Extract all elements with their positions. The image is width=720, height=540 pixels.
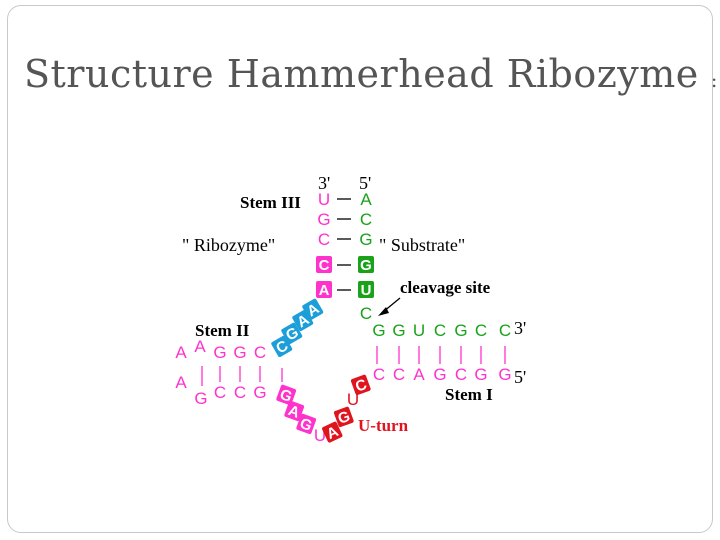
slide-title-suffix: : — [710, 68, 718, 92]
nt-stem2-top: G — [213, 343, 226, 362]
nt-stem2-bottom: C — [214, 383, 226, 402]
nt-stem1-top: G — [392, 321, 405, 340]
nt-stem1-bottom: C — [393, 365, 405, 384]
nt-stem2-top: C — [254, 343, 266, 362]
nt-stem3-left: G — [317, 210, 330, 229]
nt-stem1-top: C — [475, 321, 487, 340]
nt-stem2-top: G — [233, 343, 246, 362]
nt-stem2-bottom: C — [234, 383, 246, 402]
label-cleavage-site: cleavage site — [400, 278, 491, 297]
nt-stem2-bottom: A — [175, 373, 187, 392]
nt-stem1-bottom: G — [474, 365, 487, 384]
nt-stem2-bottom: G — [194, 389, 207, 408]
nt-stem1-bottom: A — [413, 365, 425, 384]
nt-stem2-top: A — [194, 337, 206, 356]
nt-uturn: G — [333, 406, 354, 428]
svg-text:G: G — [277, 386, 294, 406]
nt-core-bottom: G — [296, 413, 317, 435]
nt-stem1-top: C — [434, 321, 446, 340]
nt-stem3-right: U — [358, 281, 374, 299]
svg-text:G: G — [336, 408, 353, 428]
nt-stem3-left: U — [318, 190, 330, 209]
nt-stem2-diag: A — [292, 309, 314, 331]
slide-title-text: Structure Hammerhead Ribozyme — [24, 52, 699, 96]
nt-stem2-bottom: G — [253, 383, 266, 402]
label-5prime-top: 5' — [359, 173, 371, 193]
svg-text:G: G — [297, 415, 314, 435]
nt-uturn: U — [347, 390, 359, 409]
label-3prime-right: 3' — [514, 318, 526, 338]
nt-stem1-top: U — [413, 321, 425, 340]
nt-stem1-bottom: C — [373, 365, 385, 384]
svg-text:C: C — [319, 257, 330, 274]
nt-stem1-top: C — [499, 321, 511, 340]
svg-text:U: U — [361, 282, 372, 299]
label-substrate: " Substrate" — [379, 235, 465, 255]
svg-text:G: G — [360, 257, 372, 274]
nt-stem1-bottom: G — [498, 365, 511, 384]
nt-stem3-right: A — [360, 190, 372, 209]
nt-stem3-right: G — [358, 256, 374, 274]
label-stem-i: Stem I — [445, 385, 493, 404]
label-stem-iii: Stem III — [240, 193, 301, 212]
nt-stem1-top: G — [454, 321, 467, 340]
svg-text:A: A — [319, 282, 330, 299]
label-ribozyme: " Ribozyme" — [182, 235, 275, 255]
nt-stem3-left: A — [316, 281, 332, 299]
nt-stem1-bottom: G — [433, 365, 446, 384]
nt-uturn: C — [350, 374, 371, 396]
label-u-turn: U-turn — [358, 416, 409, 435]
nt-core-bottom: A — [284, 400, 305, 422]
nt-stem3-right: G — [359, 230, 372, 249]
nt-stem2-diag: C — [271, 335, 293, 357]
label-stem-ii: Stem II — [195, 321, 250, 340]
nt-stem1-bottom: C — [455, 365, 467, 384]
nt-stem1-top: G — [372, 321, 385, 340]
cleavage-arrow-head — [378, 307, 389, 316]
nt-stem3-right: C — [360, 304, 372, 323]
nt-stem3-left: C — [318, 230, 330, 249]
slide-title: Structure Hammerhead Ribozyme: — [24, 52, 718, 96]
label-5prime-right: 5' — [514, 367, 526, 387]
nt-stem3-left: C — [316, 256, 332, 274]
nt-stem3-right: C — [360, 210, 372, 229]
label-3prime-top: 3' — [318, 173, 330, 193]
nt-core-bottom: A — [322, 421, 343, 443]
nt-stem2-top: A — [175, 343, 187, 362]
nt-core-bottom: G — [276, 384, 297, 406]
